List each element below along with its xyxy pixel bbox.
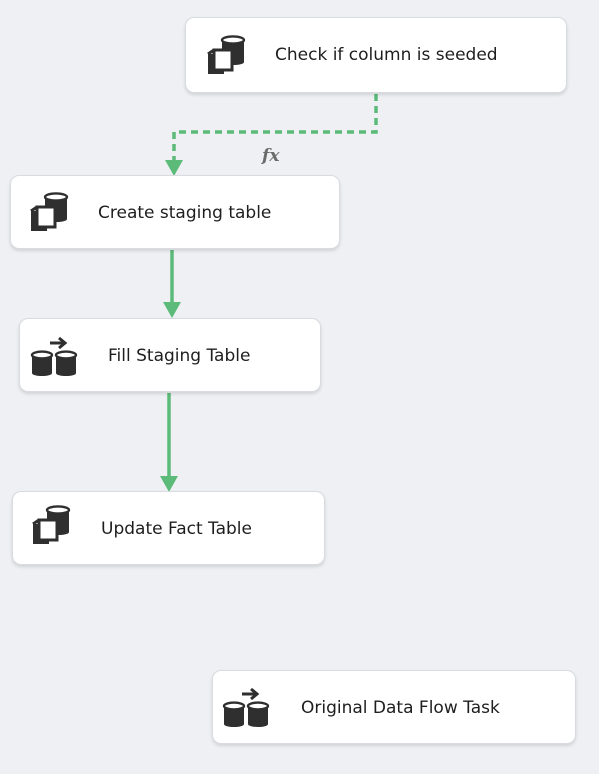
data-flow-icon: [30, 336, 78, 376]
task-label: Update Fact Table: [101, 519, 252, 539]
success-constraint-arrowhead-1: [163, 302, 181, 318]
execute-sql-icon: [32, 505, 71, 544]
expression-fx-label: fx: [262, 146, 280, 166]
execute-sql-icon: [30, 192, 69, 231]
task-label: Check if column is seeded: [275, 45, 498, 65]
task-original-data-flow-task[interactable]: Original Data Flow Task: [212, 670, 576, 744]
expression-constraint-line[interactable]: [172, 94, 378, 166]
task-update-fact-table[interactable]: Update Fact Table: [12, 491, 325, 565]
execute-sql-icon: [207, 35, 246, 74]
task-label: Fill Staging Table: [108, 346, 251, 366]
task-check-if-column-is-seeded[interactable]: Check if column is seeded: [185, 17, 567, 93]
success-constraint-arrowhead-2: [160, 476, 178, 492]
task-label: Create staging table: [98, 203, 272, 223]
task-label: Original Data Flow Task: [301, 698, 500, 718]
task-create-staging-table[interactable]: Create staging table: [10, 175, 340, 249]
data-flow-icon: [222, 687, 270, 727]
task-fill-staging-table[interactable]: Fill Staging Table: [19, 318, 321, 392]
expression-constraint-arrowhead: [165, 160, 183, 176]
